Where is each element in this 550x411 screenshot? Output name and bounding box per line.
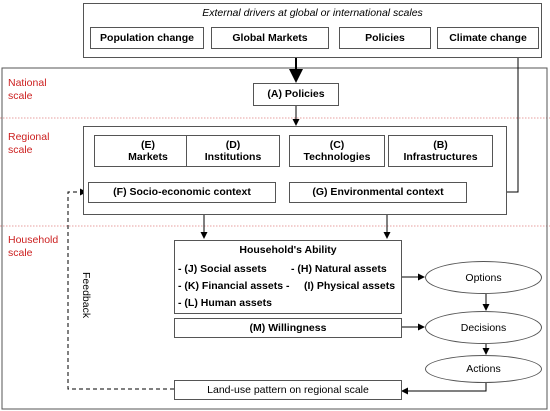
- human-assets: - (L) Human assets: [178, 297, 272, 309]
- social-assets: - (J) Social assets: [178, 263, 267, 275]
- socio-economic-context-box: (F) Socio-economic context: [88, 182, 276, 203]
- national-policies-box: (A) Policies: [253, 83, 339, 106]
- land-use-pattern-box: Land-use pattern on regional scale: [174, 380, 402, 400]
- regional-institutions-box: (D) Institutions: [186, 135, 280, 167]
- financial-assets: - (K) Financial assets -: [178, 280, 290, 292]
- decisions-node: Decisions: [425, 311, 542, 344]
- national-scale-label: National scale: [8, 77, 47, 102]
- natural-assets: - (H) Natural assets: [291, 263, 387, 275]
- household-scale-label: Household scale: [8, 234, 59, 259]
- feedback-arrow: [67, 188, 174, 390]
- regional-technologies-box: (C) Technologies: [289, 135, 385, 167]
- physical-assets: (I) Physical assets: [304, 280, 396, 292]
- outer-frame: [1, 67, 548, 410]
- actions-to-landuse-arrow: [401, 383, 487, 395]
- external-drivers-title: External drivers at global or internatio…: [202, 7, 423, 19]
- household-ability-title: Household's Ability: [239, 244, 337, 256]
- actions-node: Actions: [425, 355, 542, 383]
- driver-climate-change: Climate change: [437, 27, 539, 49]
- driver-population-change: Population change: [90, 27, 204, 49]
- regional-markets-box: (E) Markets: [94, 135, 202, 167]
- household-ability-box: [174, 240, 402, 314]
- driver-policies: Policies: [339, 27, 431, 49]
- options-node: Options: [425, 261, 542, 294]
- environmental-context-box: (G) Environmental context: [289, 182, 467, 203]
- regional-scale-label: Regional scale: [8, 131, 50, 156]
- regional-infrastructures-box: (B) Infrastructures: [388, 135, 493, 167]
- willingness-box: (M) Willingness: [174, 318, 402, 338]
- feedback-label: Feedback: [80, 272, 92, 319]
- driver-global-markets: Global Markets: [211, 27, 329, 49]
